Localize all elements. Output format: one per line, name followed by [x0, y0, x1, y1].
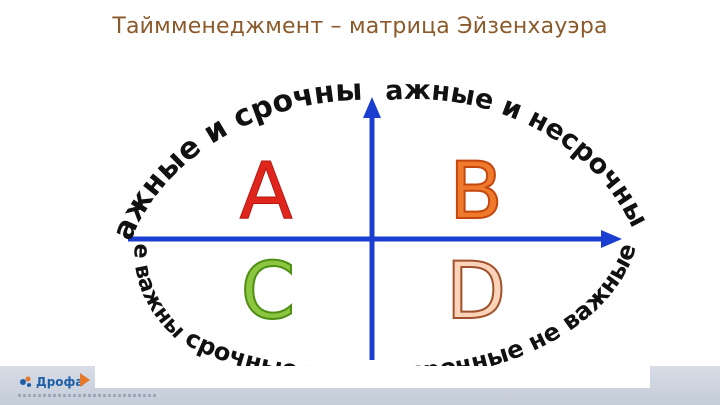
vertical-axis-arrowhead [363, 97, 381, 118]
quadrant-a-letter: A [239, 147, 292, 237]
logo-subtitle-line [18, 394, 158, 397]
footer-strip: Дрофа [0, 366, 720, 405]
slide-title: Таймменеджмент – матрица Эйзенхауэра [112, 14, 608, 39]
quadrant-c-letter: C [241, 247, 295, 337]
horizontal-axis-arrowhead [601, 230, 622, 248]
quadrant-d-letter: D [446, 247, 506, 337]
logo-text: Дрофа [36, 375, 84, 389]
footer-white-panel [95, 366, 650, 388]
quadrant-b-letter: B [449, 147, 503, 237]
logo-accent-icon [80, 373, 90, 387]
publisher-logo: Дрофа [18, 370, 158, 400]
logo-bird-icon [20, 376, 31, 387]
